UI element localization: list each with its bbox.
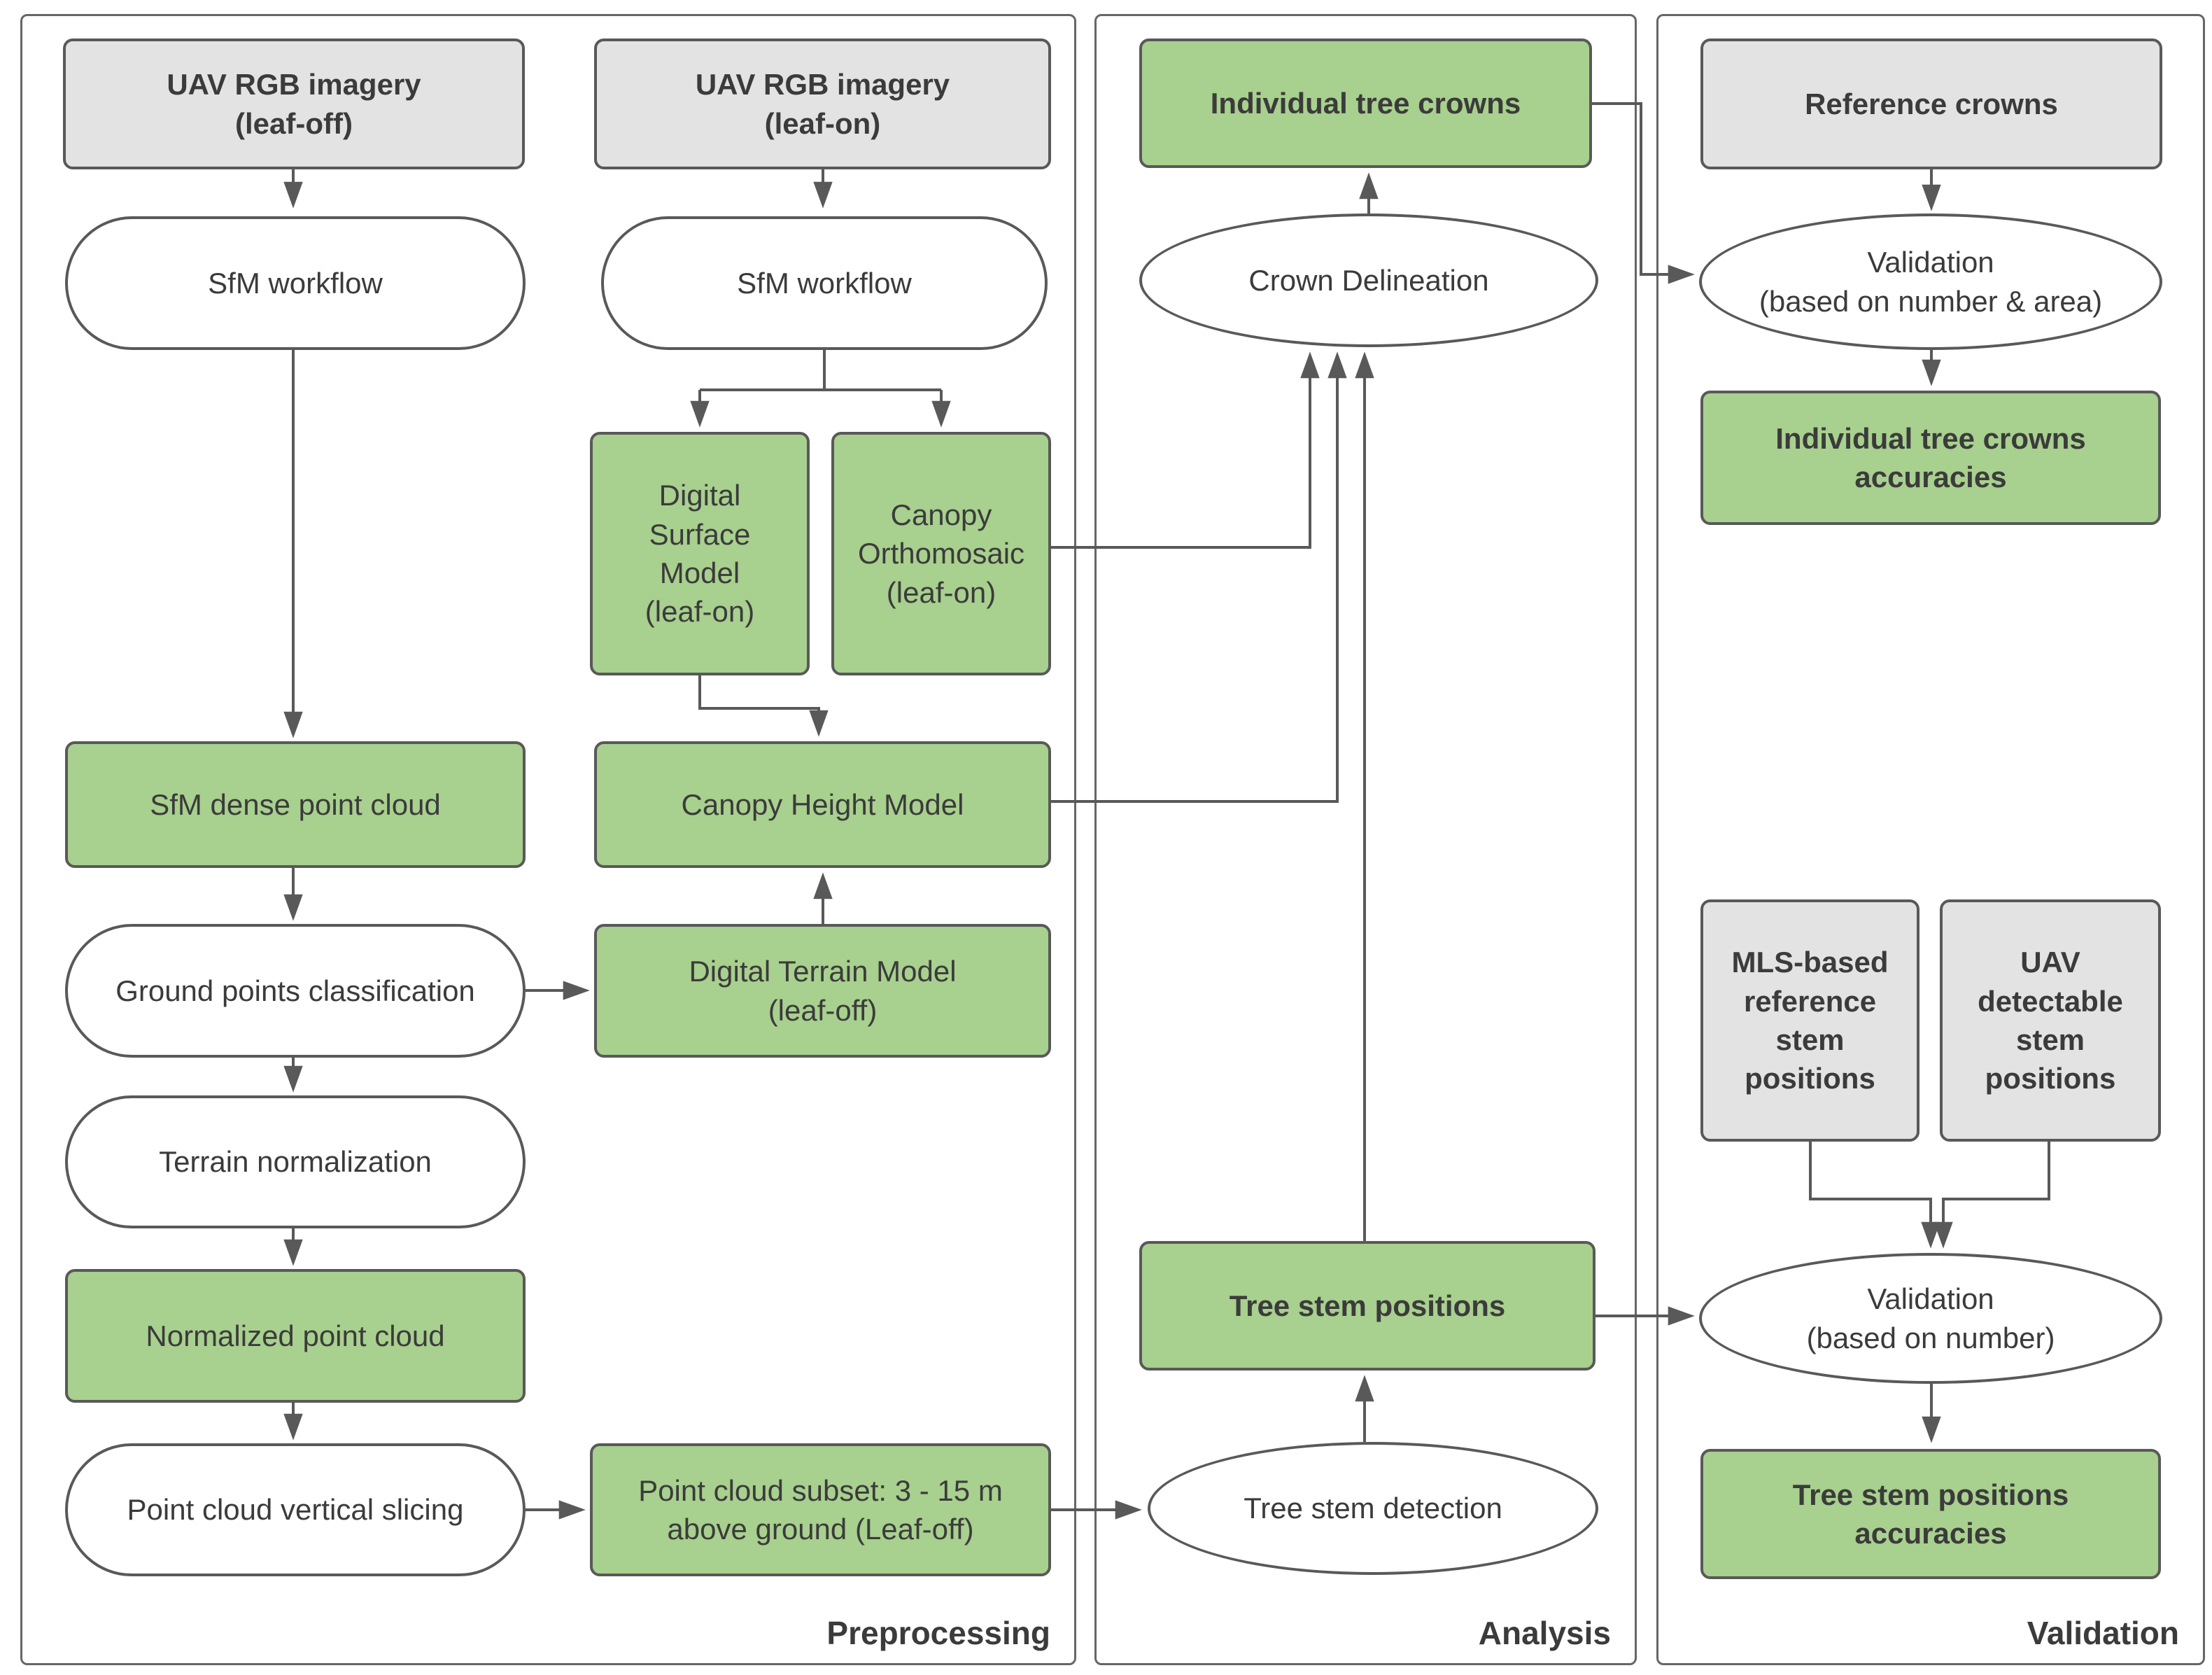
node-ground-points-classification: Ground points classification xyxy=(65,924,526,1058)
node-label: Point cloud vertical slicing xyxy=(127,1493,464,1527)
node-label: UAV detectable stem positions xyxy=(1978,946,2123,1095)
node-point-cloud-vertical-slicing: Point cloud vertical slicing xyxy=(65,1443,526,1576)
node-label: Validation (based on number) xyxy=(1806,1282,2055,1354)
node-label: UAV RGB imagery (leaf-on) xyxy=(695,68,950,140)
node-label: Normalized point cloud xyxy=(146,1319,445,1352)
node-canopy-orthomosaic: Canopy Orthomosaic (leaf-on) xyxy=(831,432,1051,675)
node-reference-crowns: Reference crowns xyxy=(1700,38,2162,169)
node-uav-detectable-stem-positions: UAV detectable stem positions xyxy=(1940,899,2161,1142)
node-label: Tree stem positions xyxy=(1229,1289,1506,1322)
node-label: Validation (based on number & area) xyxy=(1759,246,2103,318)
node-label: Tree stem positions accuracies xyxy=(1792,1478,2069,1550)
node-canopy-height-model: Canopy Height Model xyxy=(594,741,1051,868)
node-label: MLS-based reference stem positions xyxy=(1731,946,1889,1095)
node-mls-reference-stem-positions: MLS-based reference stem positions xyxy=(1700,899,1919,1142)
panel-validation-label: Validation xyxy=(2027,1615,2179,1651)
node-label: Digital Terrain Model (leaf-off) xyxy=(689,955,957,1027)
node-individual-tree-crowns: Individual tree crowns xyxy=(1139,38,1592,168)
node-tree-stem-positions-accuracies: Tree stem positions accuracies xyxy=(1700,1449,2161,1579)
node-label: Reference crowns xyxy=(1805,87,2058,120)
node-label: Individual tree crowns xyxy=(1210,86,1521,120)
node-label: Crown Delineation xyxy=(1248,263,1489,297)
node-sfm-dense-point-cloud: SfM dense point cloud xyxy=(65,741,526,868)
node-uav-rgb-imagery-leaf-on: UAV RGB imagery (leaf-on) xyxy=(594,38,1051,169)
panel-analysis-label: Analysis xyxy=(1478,1615,1611,1651)
node-label: Digital Surface Model (leaf-on) xyxy=(644,479,755,629)
panel-analysis: Analysis xyxy=(1094,14,1637,1665)
node-label: Canopy Height Model xyxy=(681,787,964,821)
node-label: Terrain normalization xyxy=(159,1145,432,1179)
node-terrain-normalization: Terrain normalization xyxy=(65,1095,526,1228)
panel-validation: Validation xyxy=(1656,14,2205,1665)
node-sfm-workflow-leaf-on: SfM workflow xyxy=(601,216,1048,350)
node-label: Individual tree crowns accuracies xyxy=(1775,421,2086,493)
node-tree-stem-positions: Tree stem positions xyxy=(1139,1241,1595,1371)
node-point-cloud-subset: Point cloud subset: 3 - 15 m above groun… xyxy=(590,1443,1051,1576)
node-individual-tree-crowns-accuracies: Individual tree crowns accuracies xyxy=(1700,391,2161,525)
node-digital-terrain-model: Digital Terrain Model (leaf-off) xyxy=(594,924,1051,1058)
node-label: SfM workflow xyxy=(208,266,383,300)
node-validation-crowns: Validation (based on number & area) xyxy=(1699,213,2162,350)
node-validation-stems: Validation (based on number) xyxy=(1699,1253,2162,1384)
node-label: Point cloud subset: 3 - 15 m above groun… xyxy=(638,1473,1003,1546)
node-sfm-workflow-leaf-off: SfM workflow xyxy=(65,216,526,350)
node-label: SfM dense point cloud xyxy=(150,787,441,821)
panel-preprocessing-label: Preprocessing xyxy=(826,1615,1050,1651)
node-tree-stem-detection: Tree stem detection xyxy=(1148,1442,1598,1575)
node-label: SfM workflow xyxy=(737,266,912,300)
node-label: Tree stem detection xyxy=(1244,1492,1502,1525)
node-crown-delineation: Crown Delineation xyxy=(1139,213,1598,347)
node-label: Ground points classification xyxy=(115,974,475,1007)
node-normalized-point-cloud: Normalized point cloud xyxy=(65,1269,526,1403)
node-label: UAV RGB imagery (leaf-off) xyxy=(167,68,421,140)
panel-preprocessing: Preprocessing xyxy=(20,14,1076,1665)
node-label: Canopy Orthomosaic (leaf-on) xyxy=(857,498,1025,609)
node-digital-surface-model: Digital Surface Model (leaf-on) xyxy=(590,432,810,675)
node-uav-rgb-imagery-leaf-off: UAV RGB imagery (leaf-off) xyxy=(63,38,525,169)
